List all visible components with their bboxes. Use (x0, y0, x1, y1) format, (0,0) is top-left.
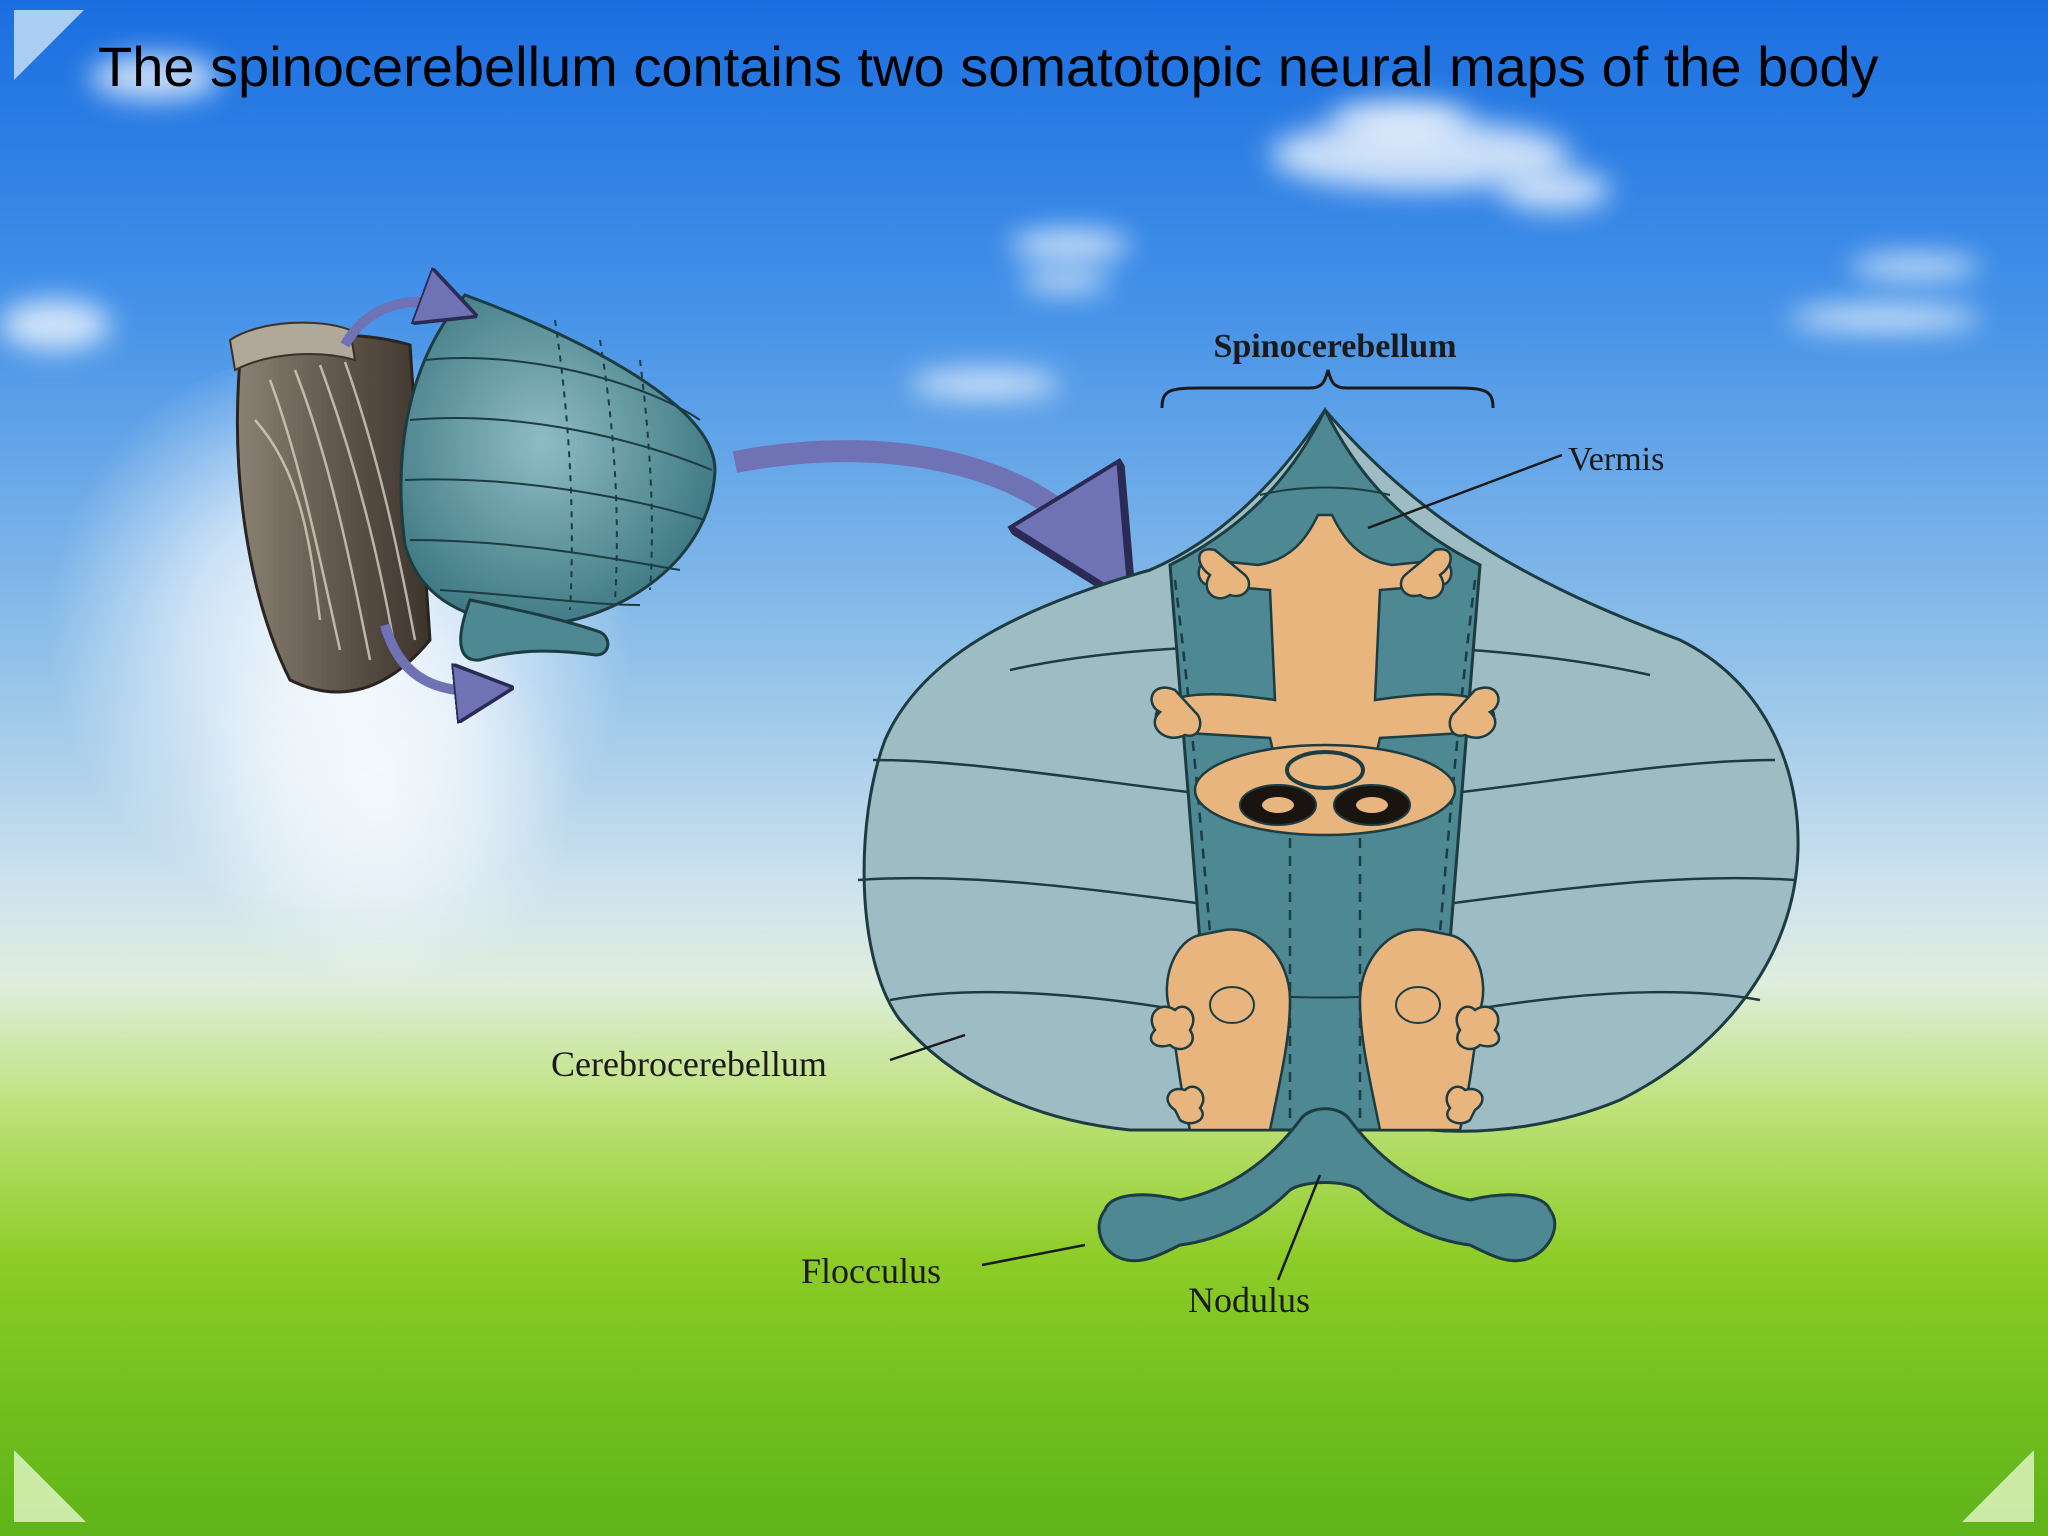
corner-triangle-bottom-right (1962, 1450, 2034, 1522)
cloud (1850, 255, 1980, 279)
lower-body-map (1149, 928, 1501, 1132)
label-spinocerebellum: Spinocerebellum (1213, 328, 1456, 365)
label-vermis: Vermis (1568, 441, 1664, 478)
cloud (1010, 230, 1130, 260)
cloud (1330, 100, 1470, 140)
label-nodulus: Nodulus (1188, 1280, 1310, 1320)
corner-triangle-bottom-left (14, 1450, 86, 1522)
flattened-cerebellum (857, 406, 1800, 1263)
label-cerebrocerebellum: Cerebrocerebellum (551, 1044, 827, 1084)
spinocerebellum-brace (1160, 369, 1495, 409)
label-flocculus: Flocculus (801, 1251, 941, 1291)
corner-triangle-top-left (14, 10, 84, 80)
flocculus-leader-line (981, 1243, 1086, 1267)
cloud (1020, 270, 1110, 292)
slide-title: The spinocerebellum contains two somatot… (98, 35, 1879, 98)
cloud (1790, 305, 1980, 331)
cloud (0, 300, 110, 350)
connecting-arrow (732, 440, 1105, 560)
cloud (910, 370, 1060, 398)
vermis-leader-line (1367, 453, 1563, 530)
cerebrocerebellum-leader-line (889, 1033, 966, 1062)
nodulus-leader-line (1276, 1174, 1322, 1281)
cloud (90, 55, 220, 100)
cloud (1500, 170, 1610, 210)
small-brain-illustration (228, 295, 717, 692)
nodulus-flocculus (1097, 1107, 1557, 1263)
